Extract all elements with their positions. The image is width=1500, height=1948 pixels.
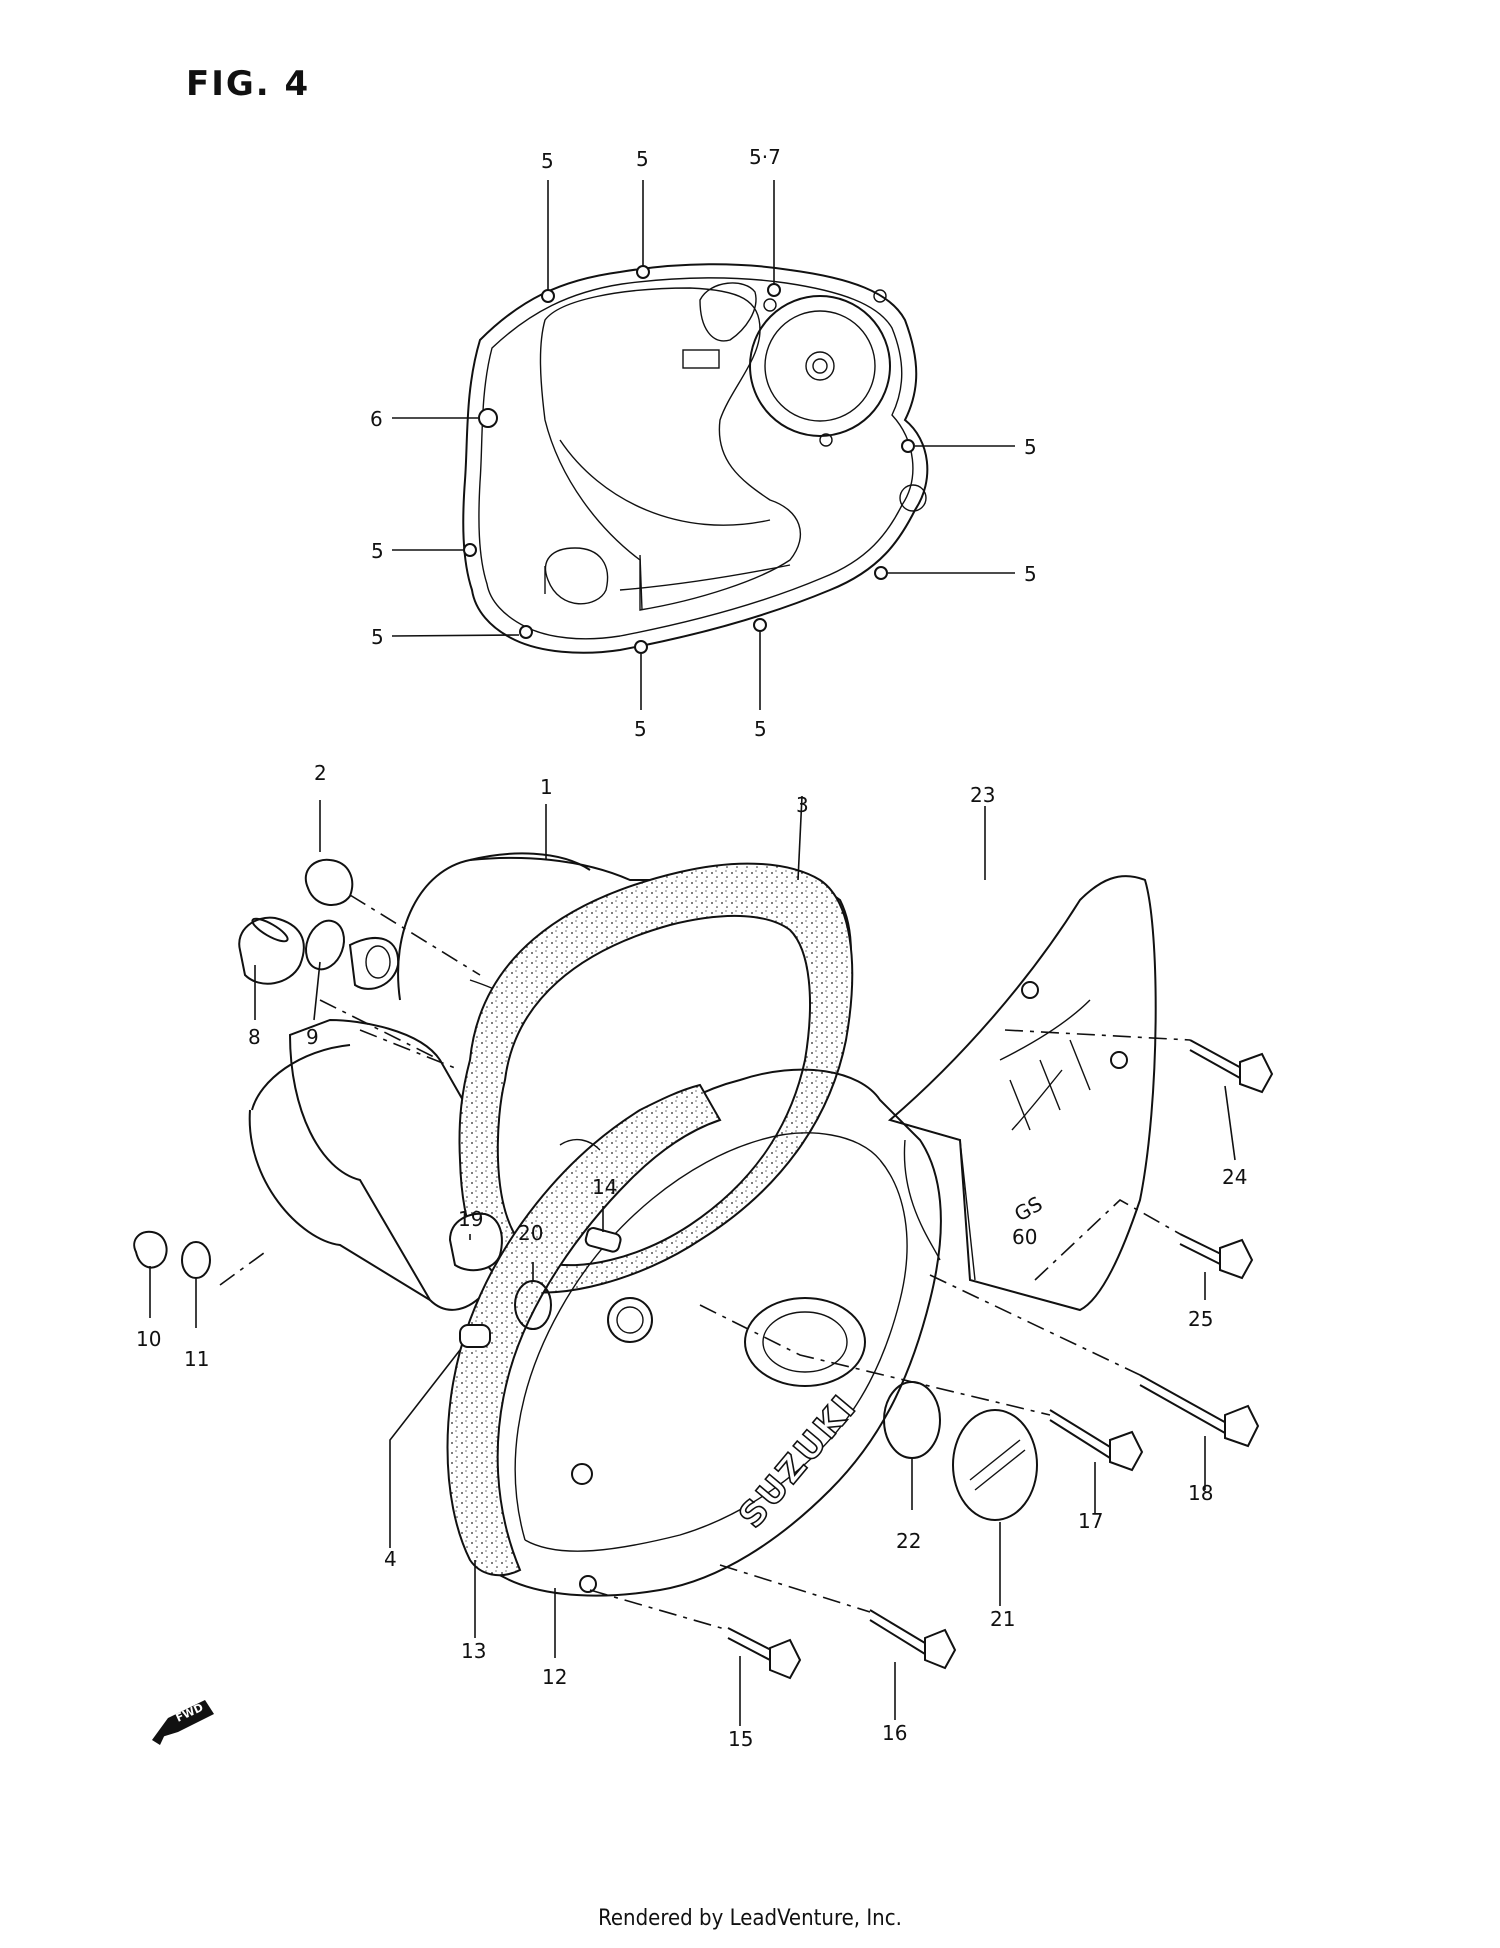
callout-labels: 5 5 5·7 6 5 5 5 5 5 5 1 2 3 23 8 9 24 14… (136, 145, 1247, 1751)
callout-16: 16 (882, 1721, 907, 1745)
filler-cap-8 (238, 916, 305, 985)
callout-9: 9 (306, 1025, 319, 1049)
lower-cover-assembly: SUZUKI GS 60 (133, 795, 1274, 1726)
callout-17: 17 (1078, 1509, 1103, 1533)
callout-13: 13 (461, 1639, 486, 1663)
callout-4: 4 (384, 1547, 397, 1571)
callout-10: 10 (136, 1327, 161, 1351)
bolt-18 (1139, 1374, 1260, 1448)
callout-5-7: 5·7 (749, 145, 781, 169)
callout-12: 12 (542, 1665, 567, 1689)
callout-5: 5 (636, 147, 649, 171)
callout-22: 22 (896, 1529, 921, 1553)
callout-19: 19 (458, 1207, 483, 1231)
bolt-16 (869, 1609, 957, 1670)
callout-18: 18 (1188, 1481, 1213, 1505)
fwd-arrow-icon: FWD (152, 1700, 214, 1745)
callout-5: 5 (371, 539, 384, 563)
callout-5: 5 (634, 717, 647, 741)
nut-10 (133, 1230, 168, 1269)
callout-5: 5 (1024, 562, 1037, 586)
plug-19 (448, 1212, 503, 1272)
footer-credit: Rendered by LeadVenture, Inc. (598, 1906, 902, 1931)
callout-25: 25 (1188, 1307, 1213, 1331)
o-ring-9 (305, 919, 345, 971)
callout-21: 21 (990, 1607, 1015, 1631)
callout-5: 5 (541, 149, 554, 173)
bolt-15 (727, 1627, 802, 1680)
bolt-25 (1179, 1233, 1254, 1280)
dowel-14 (584, 1227, 622, 1253)
callout-5: 5 (1024, 435, 1037, 459)
callout-15: 15 (728, 1727, 753, 1751)
bolt-24 (1189, 1039, 1274, 1094)
callout-2: 2 (314, 761, 327, 785)
callout-20: 20 (518, 1221, 543, 1245)
callout-1: 1 (540, 775, 553, 799)
plug-2 (304, 858, 354, 906)
badge-line1: GS (1010, 1191, 1046, 1226)
cap-21 (952, 1409, 1038, 1521)
callout-5: 5 (754, 717, 767, 741)
callout-8: 8 (248, 1025, 261, 1049)
suzuki-brand-text: SUZUKI (731, 1386, 865, 1535)
callout-24: 24 (1222, 1165, 1247, 1189)
badge-line2: 60 (1012, 1225, 1037, 1249)
upper-cover-assembly (391, 180, 1015, 710)
callout-11: 11 (184, 1347, 209, 1371)
callout-23: 23 (970, 783, 995, 807)
dowel-4 (459, 1324, 491, 1348)
callout-14: 14 (592, 1175, 617, 1199)
bolt-17 (1049, 1409, 1144, 1472)
callout-5: 5 (371, 625, 384, 649)
figure-title: FIG. 4 (186, 64, 311, 104)
callout-3: 3 (796, 793, 809, 817)
o-ring-22 (883, 1381, 941, 1459)
washer-11 (181, 1241, 211, 1279)
callout-6: 6 (370, 407, 383, 431)
